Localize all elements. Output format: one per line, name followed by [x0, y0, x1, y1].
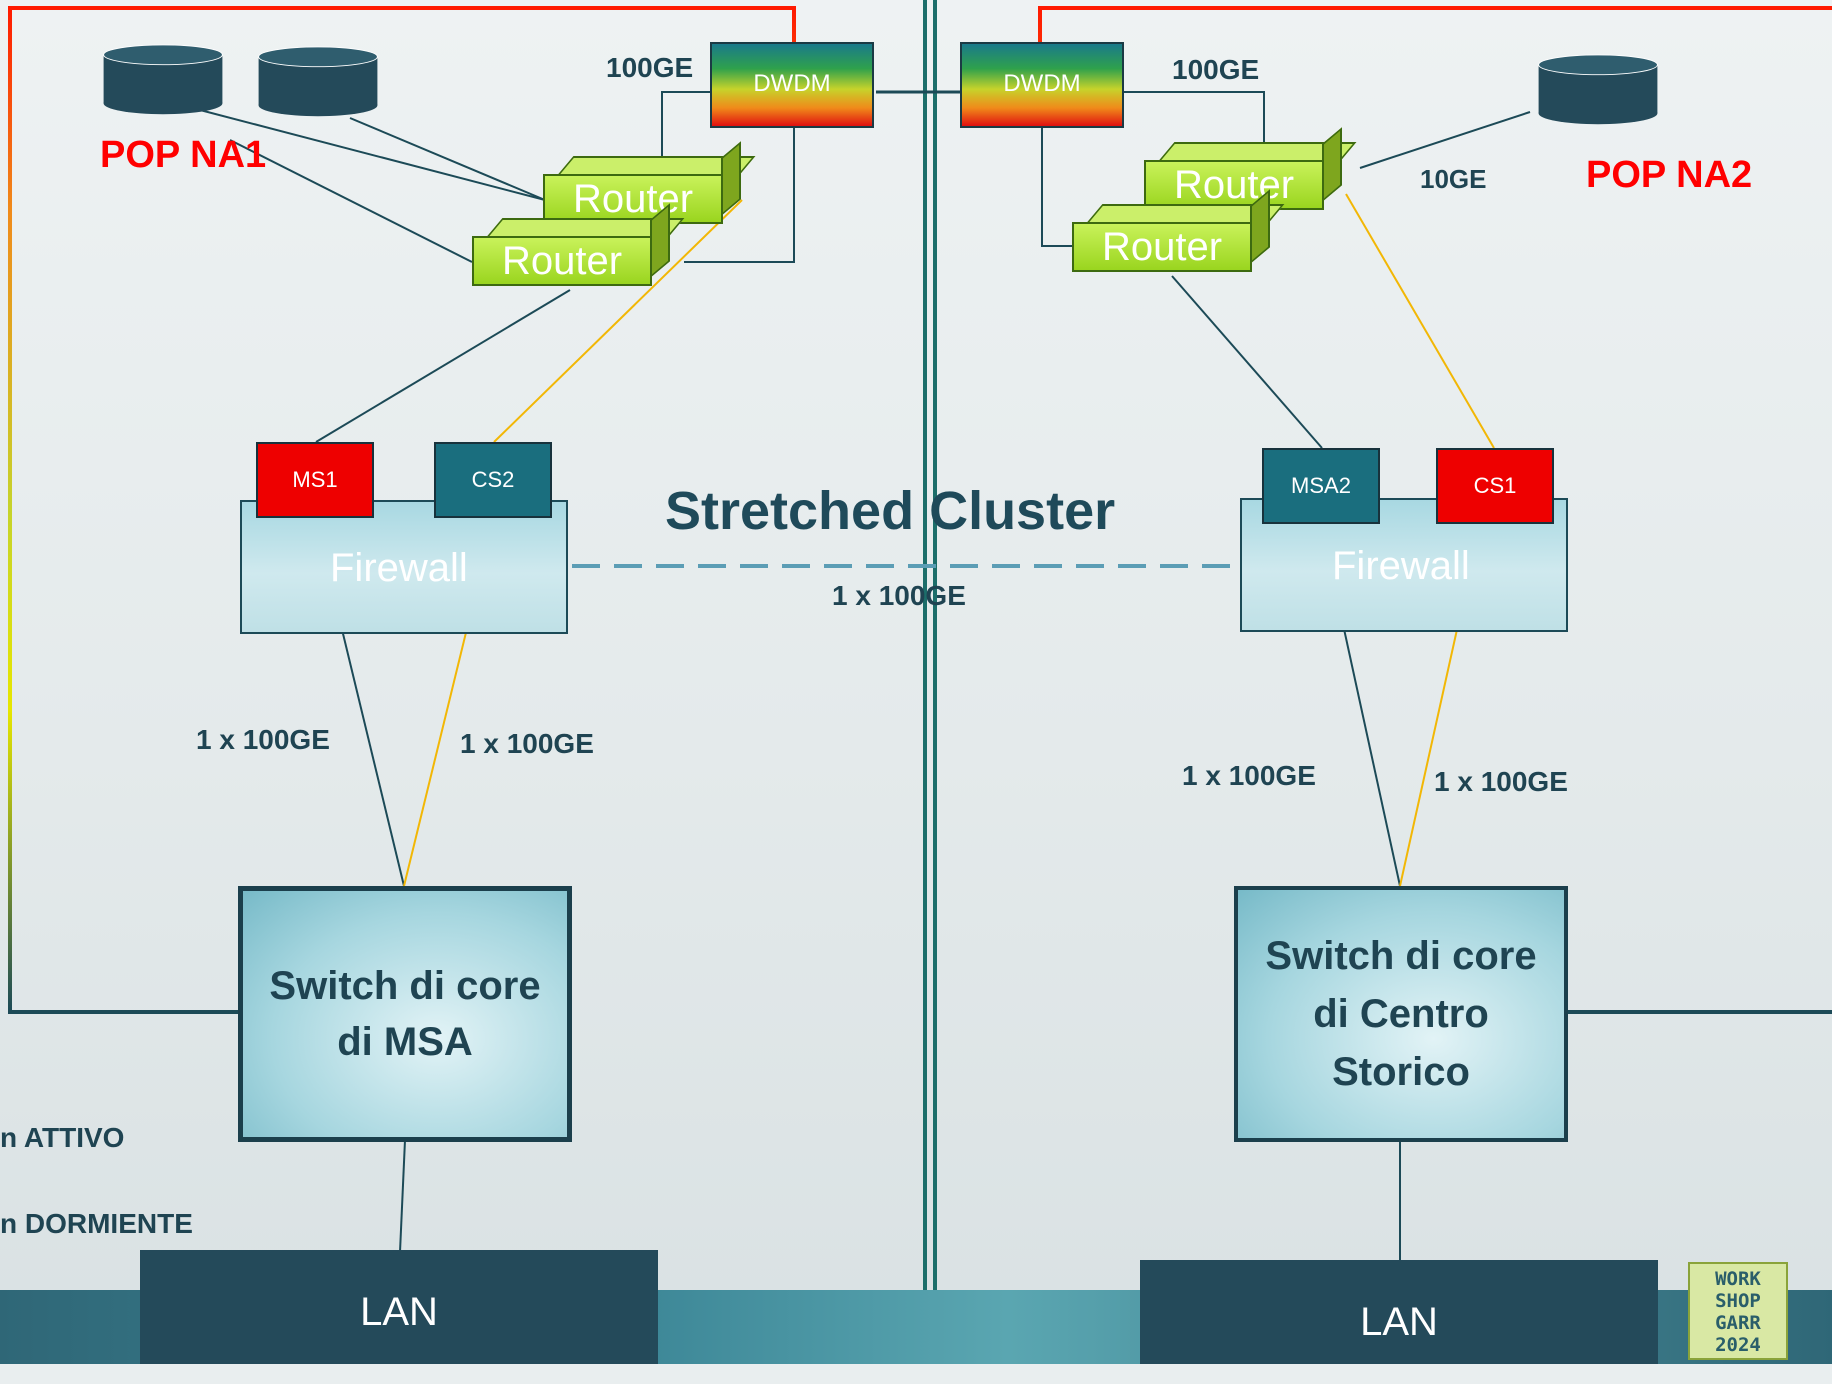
- router-label: Router: [543, 174, 723, 224]
- dwdm-left: DWDM: [710, 42, 874, 128]
- link-label-10ge: 10GE: [1420, 164, 1487, 194]
- link-label-right-1: 1 x 100GE: [1182, 760, 1316, 791]
- chip-msa2: MSA2: [1262, 448, 1380, 524]
- dwdm-right: DWDM: [960, 42, 1124, 128]
- chip-cs2: CS2: [434, 442, 552, 518]
- link-label-left-2: 1 x 100GE: [460, 728, 594, 759]
- stretched-cluster-title: Stretched Cluster: [665, 481, 1116, 541]
- link-label-dwdm-left: 100GE: [606, 52, 694, 83]
- pop-na1-label: POP NA1: [100, 134, 267, 176]
- switch-right-line-2: di Centro: [1313, 992, 1489, 1036]
- switch-core-msa: Switch di core di MSA: [238, 886, 572, 1142]
- pop-na1-disk-1-icon: [103, 44, 223, 115]
- switch-left-line-2: di MSA: [337, 1020, 473, 1064]
- lan-right: LAN: [1140, 1260, 1658, 1364]
- firewall-left: Firewall: [240, 500, 568, 634]
- router-label: Router: [1144, 160, 1324, 210]
- lan-left: LAN: [140, 1250, 658, 1364]
- left-fiber-loop: [8, 6, 796, 1014]
- legend-active: n ATTIVO: [0, 1122, 125, 1153]
- router-na2-b: Router: [1072, 189, 1285, 272]
- router-na1-a: Router: [543, 141, 756, 224]
- chip-cs1: CS1: [1436, 448, 1554, 524]
- switch-core-centro-storico: Switch di core di Centro Storico: [1234, 886, 1568, 1142]
- router-label: Router: [1072, 222, 1252, 272]
- router-na1-b: Router: [472, 203, 685, 286]
- link-label-right-2: 1 x 100GE: [1434, 766, 1568, 797]
- link-label-dwdm-right: 100GE: [1172, 54, 1260, 85]
- pop-na2-label: POP NA2: [1586, 154, 1753, 196]
- link-label-cluster: 1 x 100GE: [832, 580, 966, 611]
- router-label: Router: [472, 236, 652, 286]
- link-label-left-1: 1 x 100GE: [196, 724, 330, 755]
- switch-right-line-3: Storico: [1332, 1050, 1470, 1094]
- firewall-label: Firewall: [1332, 544, 1470, 588]
- pop-na2-disk-icon: [1538, 54, 1658, 125]
- switch-left-line-1: Switch di core: [269, 964, 541, 1008]
- workshop-garr-logo: WORK SHOP GARR 2024: [1688, 1262, 1788, 1360]
- router-na2-a: Router: [1144, 127, 1357, 210]
- chip-ms1: MS1: [256, 442, 374, 518]
- legend-dormant: n DORMIENTE: [0, 1208, 193, 1239]
- switch-right-line-1: Switch di core: [1265, 934, 1537, 978]
- pop-na1-disk-2-icon: [258, 46, 378, 117]
- firewall-label: Firewall: [330, 546, 468, 590]
